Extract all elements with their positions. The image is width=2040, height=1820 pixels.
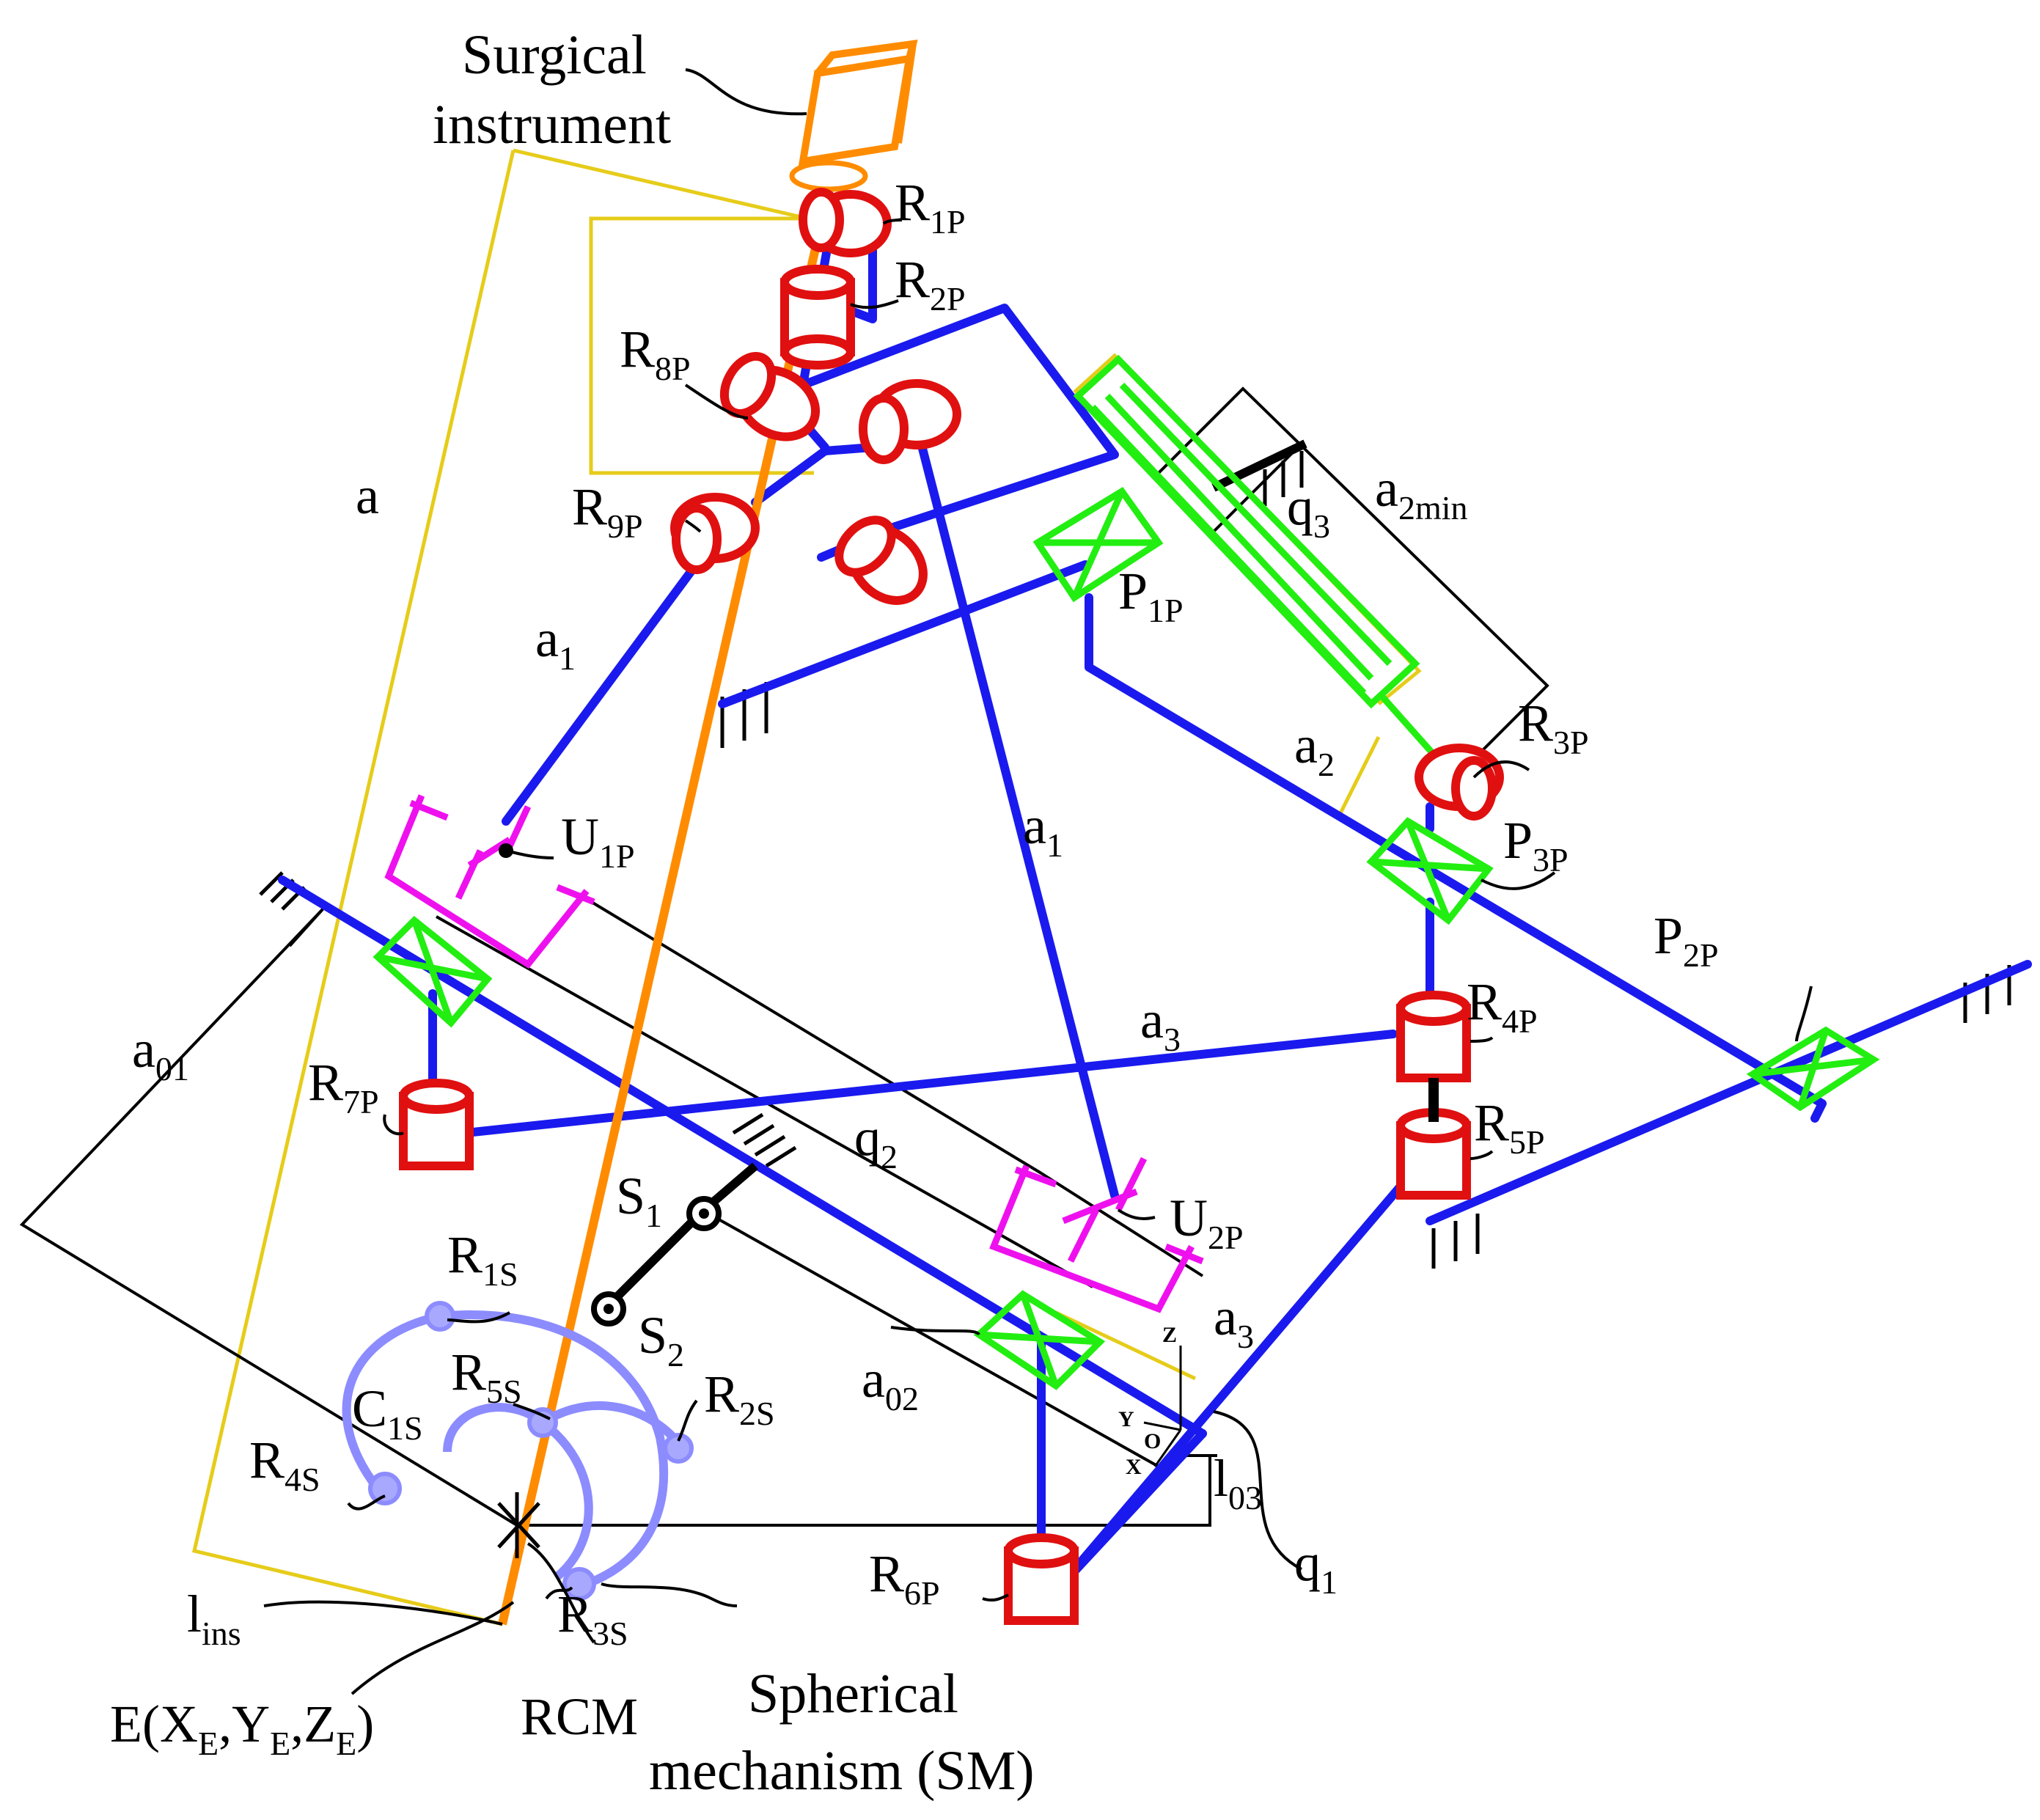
label-R3S: R3S — [557, 1585, 628, 1652]
label-a2min: a2min — [1375, 459, 1468, 526]
label-a: a — [356, 466, 379, 525]
label-mechanism: mechanism (SM) — [649, 1740, 1035, 1802]
revolute-R9P-right — [834, 515, 928, 605]
universal-joint-U1P — [384, 794, 595, 969]
label-P2P: P2P — [1654, 906, 1719, 974]
label-E: E(XE,YE,ZE) — [110, 1695, 374, 1762]
label-R4S: R4S — [249, 1431, 320, 1498]
revolute-R7P — [399, 1079, 474, 1170]
revolute-R8P-right — [859, 379, 961, 464]
label-R9P: R9P — [572, 477, 643, 545]
label-R4P: R4P — [1467, 972, 1538, 1040]
label-a02: a02 — [862, 1350, 919, 1417]
label-a1-left: a1 — [535, 609, 576, 677]
prismatic-left — [373, 915, 493, 1028]
revolute-R6P — [1004, 1533, 1079, 1625]
dimension-lines — [19, 386, 1549, 1527]
label-U1P: U1P — [561, 807, 635, 875]
label-lins: lins — [187, 1585, 241, 1652]
label-P1P: P1P — [1118, 562, 1184, 629]
label-R3P: R3P — [1518, 694, 1589, 761]
label-a2: a2 — [1294, 716, 1335, 783]
label-R1S: R1S — [447, 1225, 518, 1293]
coordinate-frame — [1143, 1346, 1182, 1467]
revolute-R2P — [780, 265, 855, 370]
label-instrument: instrument — [433, 94, 671, 155]
label-P3P: P3P — [1503, 811, 1568, 878]
blue-links — [278, 216, 2032, 1596]
label-q3: q3 — [1287, 477, 1330, 545]
universal-joint-U2P — [989, 1156, 1204, 1313]
leader-lines — [263, 68, 1813, 1695]
prismatic-P1P — [1032, 486, 1164, 603]
axis-x-label: X — [1126, 1455, 1142, 1479]
label-R2S: R2S — [704, 1365, 775, 1432]
label-R2P: R2P — [895, 250, 966, 318]
revolute-R8P — [719, 352, 821, 441]
label-R1P: R1P — [895, 173, 966, 241]
label-spherical: Spherical — [748, 1663, 958, 1725]
revolute-R9P — [670, 493, 760, 574]
axis-o-label: O — [1144, 1429, 1161, 1453]
label-S1: S1 — [616, 1167, 662, 1234]
label-q2: q2 — [854, 1108, 898, 1175]
label-a1-right: a1 — [1023, 796, 1063, 864]
label-a3-top: a3 — [1140, 991, 1181, 1058]
axis-z-label: Z — [1162, 1323, 1177, 1347]
revolute-R1P — [799, 188, 892, 257]
prismatic-bottom — [973, 1290, 1106, 1390]
label-a3-bot: a3 — [1214, 1288, 1254, 1355]
workspace-envelope — [192, 148, 1422, 1626]
revolute-R3P — [1415, 744, 1504, 821]
label-l03: l03 — [1214, 1449, 1262, 1516]
spherical-mechanism — [342, 1301, 694, 1601]
label-C1S: C1S — [352, 1379, 423, 1447]
label-R5P: R5P — [1474, 1093, 1545, 1161]
prismatic-P2P — [1746, 1026, 1880, 1112]
axis-y-label: Y — [1118, 1407, 1134, 1431]
label-a01: a01 — [132, 1020, 189, 1087]
revolute-R5P — [1396, 1108, 1471, 1200]
prismatic-P3P — [1366, 817, 1494, 925]
label-R6P: R6P — [869, 1544, 940, 1612]
label-R5S: R5S — [451, 1343, 522, 1410]
revolute-R4P — [1396, 991, 1471, 1082]
label-U2P: U2P — [1170, 1189, 1244, 1256]
rcm-point — [497, 1492, 540, 1558]
label-q1: q1 — [1294, 1533, 1338, 1601]
label-surgical: Surgical — [462, 24, 647, 86]
labels: Surgical instrument a a1 a1 R1P R2P R8P … — [110, 24, 1719, 1802]
label-R8P: R8P — [620, 320, 691, 387]
label-R7P: R7P — [308, 1053, 379, 1120]
label-S2: S2 — [638, 1306, 684, 1373]
spherical-joints — [591, 1162, 758, 1327]
label-rcm: RCM — [521, 1687, 638, 1746]
